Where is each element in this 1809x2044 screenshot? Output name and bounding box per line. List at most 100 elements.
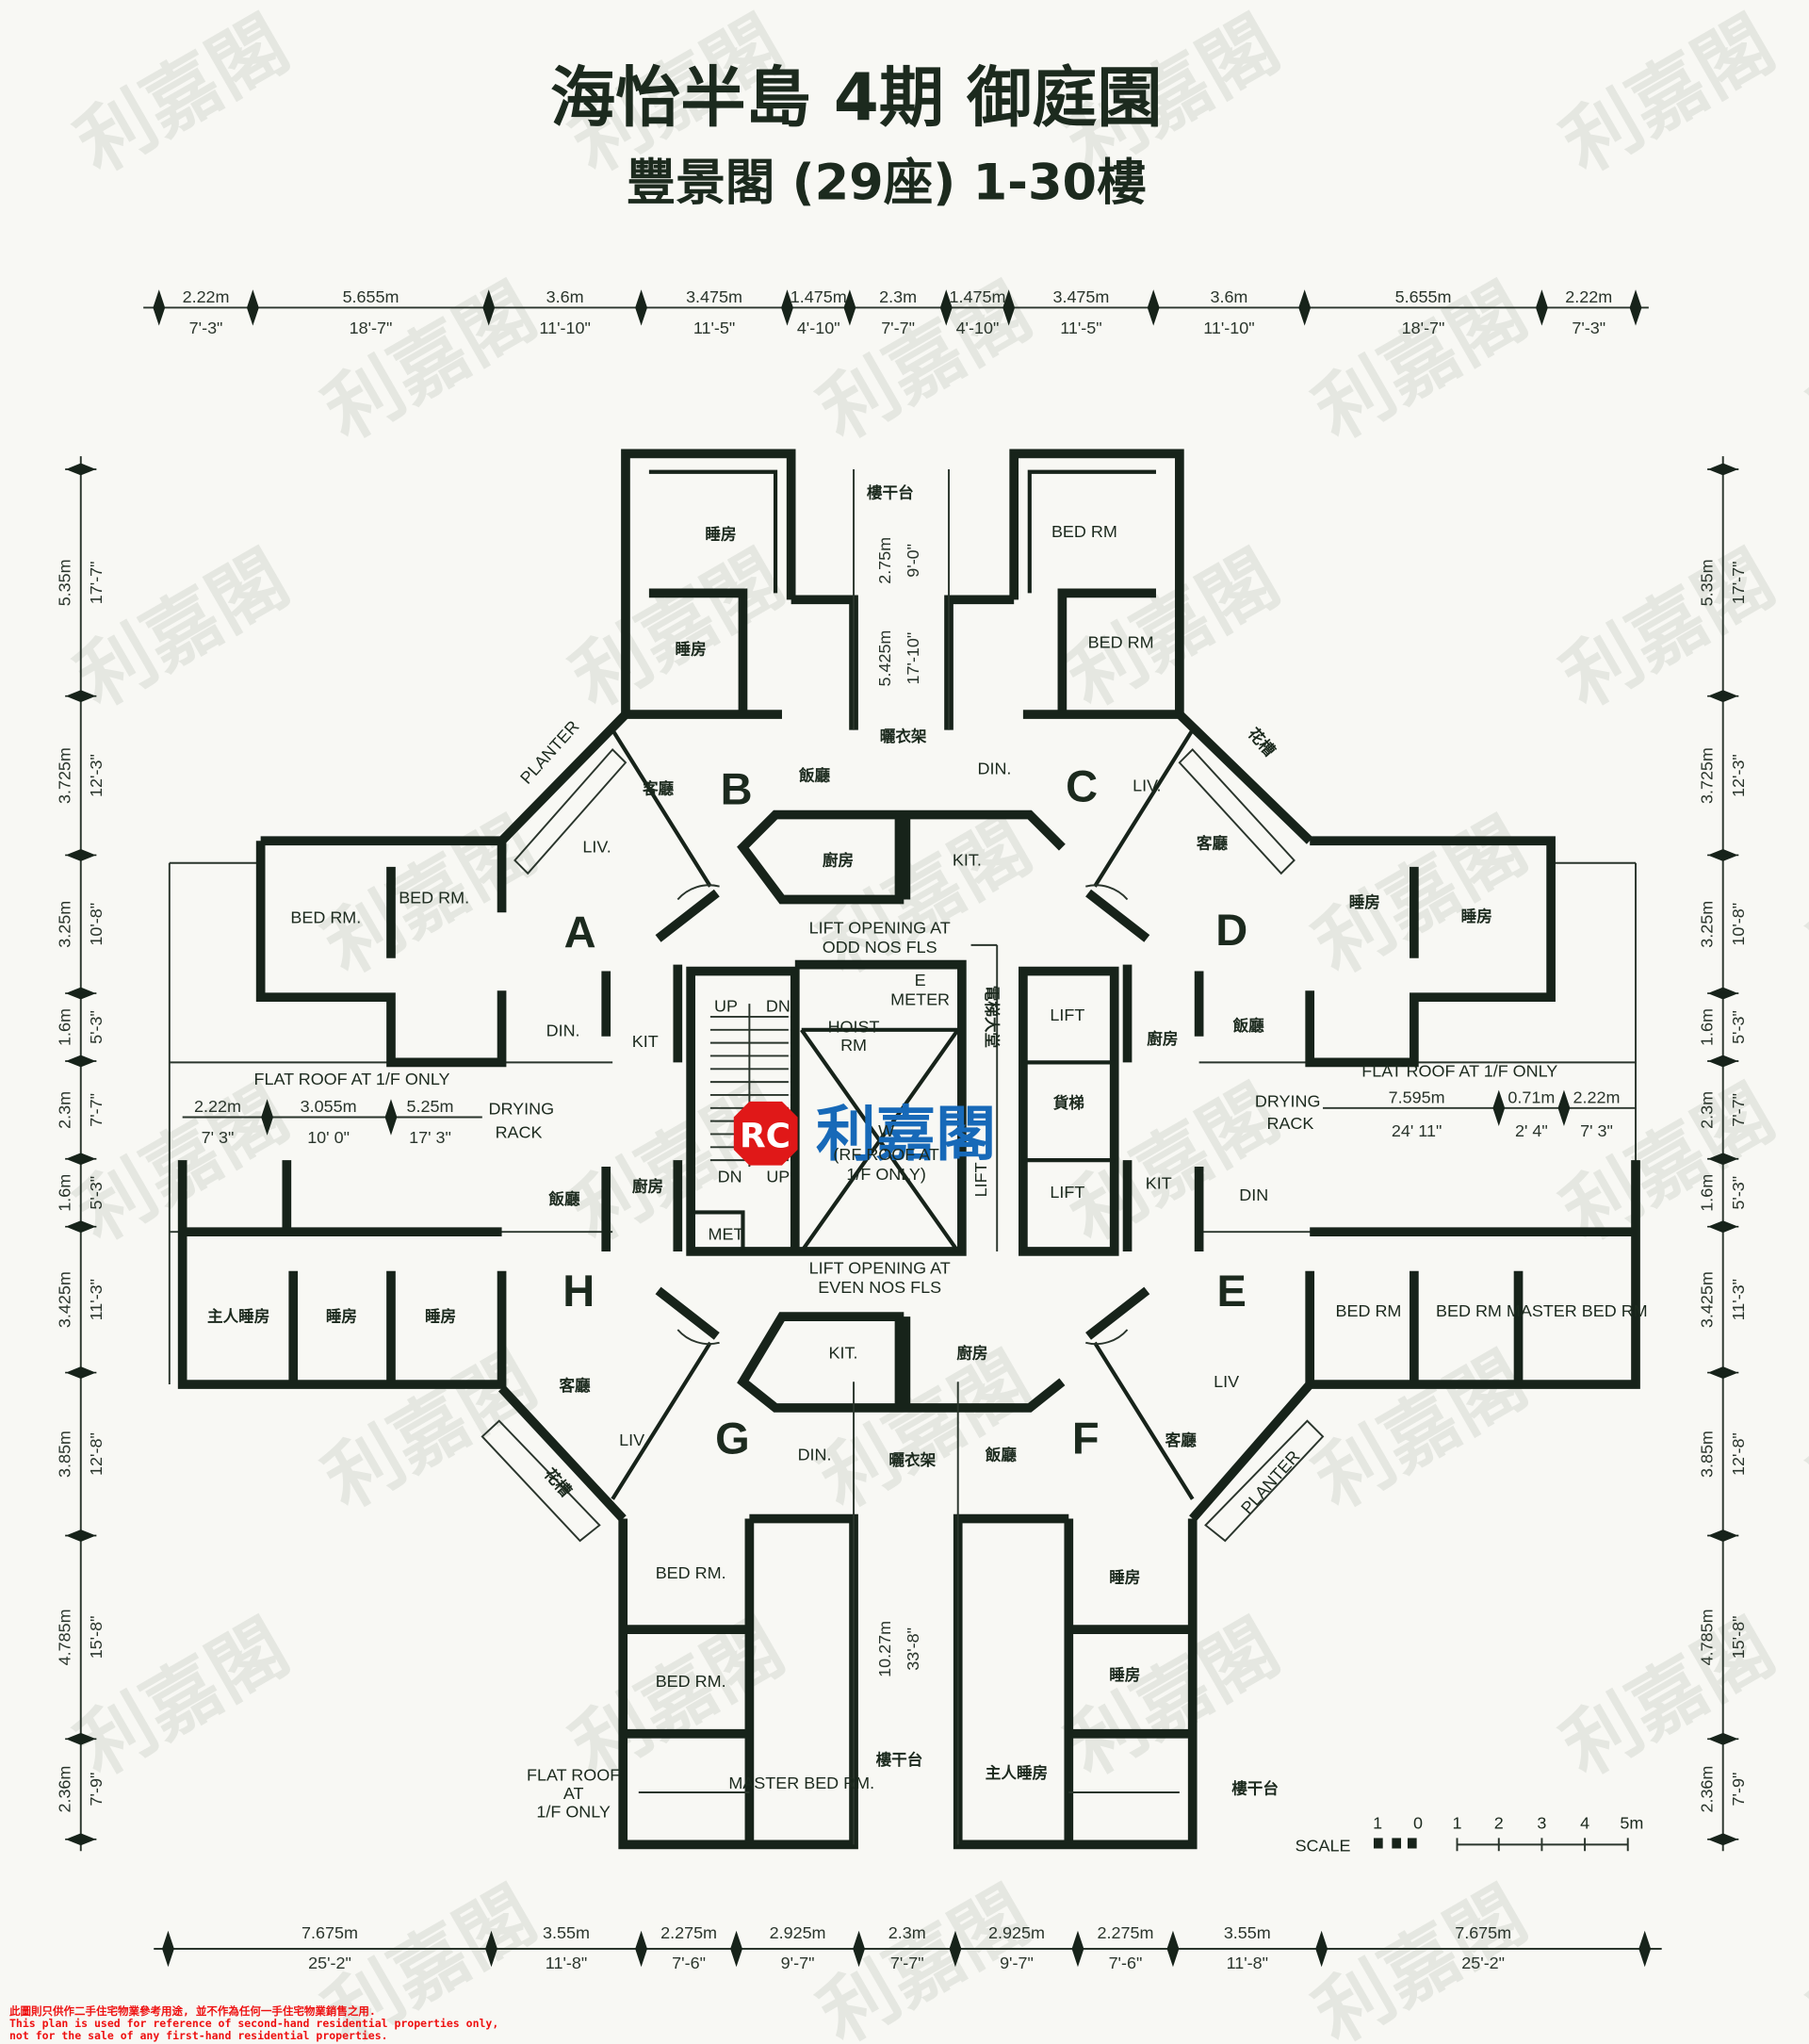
stair-up-label: UP	[766, 1168, 790, 1186]
planter-label: PLANTER	[516, 717, 582, 788]
dimension-imperial: 7'-7"	[87, 1093, 106, 1127]
dimension-metric: 3.55m	[543, 1923, 590, 1942]
dimension-imperial: 12'-3"	[1729, 754, 1748, 797]
dimension-imperial: 11'-8"	[1227, 1954, 1268, 1972]
dimension-tick	[153, 289, 166, 326]
dimension-metric: 5.425m	[875, 630, 894, 687]
logo-text: 利嘉閣	[816, 1100, 996, 1170]
room-label: 客廳	[642, 778, 675, 797]
room-label: 飯廳	[985, 1445, 1018, 1464]
lift-opening-label: EVEN NOS FLS	[818, 1278, 941, 1297]
dimension-tick	[1707, 849, 1739, 861]
dimension-tick	[1147, 289, 1160, 326]
dimension-metric: 2.275m	[1097, 1923, 1153, 1942]
planter-label: 花槽	[1245, 724, 1279, 760]
watermark-text: 利嘉閣	[805, 1335, 1045, 1526]
dimension-metric: 3.055m	[301, 1097, 357, 1116]
dimension-tick	[1707, 1529, 1739, 1542]
dimension-tick	[1707, 1153, 1739, 1166]
dimension-tick	[1629, 289, 1642, 326]
room-label: 飯廳	[1232, 1016, 1265, 1035]
flat-roof-label: FLAT ROOF	[527, 1766, 620, 1785]
meter-room-label: MET	[709, 1225, 744, 1244]
room-label: 廚房	[1147, 1029, 1178, 1048]
dimension-imperial: 18'-7"	[350, 319, 393, 337]
dimension-imperial: 11'-5"	[1060, 319, 1101, 337]
dimension-tick	[1492, 1089, 1506, 1127]
room-label: 睡房	[676, 639, 707, 658]
dimension-tick	[246, 289, 259, 326]
room-label: KIT.	[953, 851, 982, 870]
dimension-tick	[65, 1366, 97, 1380]
room-label: LIV.	[582, 838, 611, 857]
dimension-imperial: 7'-9"	[1729, 1773, 1748, 1807]
flat-roof-label: FLAT ROOF AT 1/F ONLY	[253, 1070, 449, 1088]
logo-letters: RC	[740, 1117, 790, 1155]
dimension-tick	[853, 1930, 865, 1968]
dimension-imperial: 7' 3"	[1580, 1121, 1613, 1140]
dimension-tick	[730, 1930, 742, 1968]
dimension-metric: 2.36m	[56, 1766, 74, 1813]
dimension-metric: 1.6m	[56, 1174, 74, 1212]
dimension-tick	[384, 1099, 398, 1136]
watermark-text: 利嘉閣	[62, 0, 302, 189]
dimension-imperial: 15'-8"	[87, 1616, 106, 1660]
stair-dn-label: DN	[718, 1168, 742, 1186]
dimension-imperial: 33'-8"	[904, 1627, 922, 1671]
watermark-text: 利嘉閣	[1796, 1870, 1809, 2044]
watermark-text: 利嘉閣	[1300, 801, 1540, 991]
lift-label: LIFT	[971, 1162, 990, 1197]
dimension-tick	[1557, 1089, 1571, 1127]
dimension-metric: 3.475m	[686, 287, 742, 306]
dimension-lines: 2.22m7'-3"5.655m18'-7"3.6m11'-10"3.475m1…	[56, 287, 1748, 1972]
watermark-text: 利嘉閣	[1300, 1335, 1540, 1526]
dimension-imperial: 11'-5"	[693, 319, 735, 337]
walls	[168, 449, 1640, 1850]
dimension-imperial: 11'-8"	[546, 1954, 587, 1972]
room-label: 飯廳	[798, 766, 831, 785]
watermark-text: 利嘉閣	[1548, 1603, 1788, 1793]
dimension-tick	[65, 1833, 97, 1846]
scale-tick: 1	[1453, 1814, 1462, 1833]
room-label: BED RM.	[656, 1563, 726, 1582]
dimension-tick	[1707, 1055, 1739, 1068]
scale-tick: 0	[1413, 1814, 1423, 1833]
dimension-imperial: 25'-2"	[308, 1954, 351, 1972]
disclaimer-en-1: This plan is used for reference of secon…	[9, 2017, 499, 2030]
dimension-tick	[1707, 987, 1739, 1000]
watermark-text: 利嘉閣	[557, 534, 797, 725]
dimension-imperial: 7'-7"	[881, 319, 915, 337]
dimension-tick	[65, 1220, 97, 1234]
dimension-imperial: 17'-7"	[1729, 561, 1748, 604]
dimension-metric: 3.725m	[1698, 747, 1717, 804]
dimension-imperial: 15'-8"	[1729, 1616, 1748, 1660]
room-label: KIT	[1146, 1174, 1172, 1193]
dimension-imperial: 9'-7"	[781, 1954, 815, 1972]
flat-roof-label: AT	[563, 1784, 584, 1803]
dimension-tick	[1002, 289, 1016, 326]
stair-dn-label: DN	[766, 996, 790, 1015]
dimension-metric: 3.85m	[56, 1431, 74, 1478]
dimension-imperial: 12'-8"	[87, 1432, 106, 1476]
scale-bar	[1373, 1838, 1629, 1852]
dimension-imperial: 7'-9"	[87, 1773, 106, 1807]
balcony-label: 樓干台	[1231, 1778, 1279, 1797]
drying-rack-label: 曬衣架	[888, 1450, 936, 1469]
dimension-metric: 4.785m	[1698, 1609, 1717, 1665]
dimension-metric: 3.85m	[1698, 1431, 1717, 1478]
dimension-tick	[65, 1153, 97, 1166]
room-label: 廚房	[632, 1176, 663, 1195]
dimension-imperial: 17'-7"	[87, 561, 106, 604]
dimension-tick	[65, 849, 97, 861]
dimension-tick	[1638, 1930, 1652, 1968]
e-meter-label: E	[915, 971, 926, 989]
dimension-metric: 3.725m	[56, 747, 74, 804]
scale-tick: 5m	[1620, 1814, 1643, 1833]
dimension-metric: 3.425m	[1698, 1271, 1717, 1328]
dimension-imperial: 7'-7"	[890, 1954, 924, 1972]
dimension-metric: 2.3m	[888, 1923, 926, 1942]
dimension-metric: 1.6m	[56, 1008, 74, 1046]
dimension-metric: 2.3m	[56, 1091, 74, 1129]
